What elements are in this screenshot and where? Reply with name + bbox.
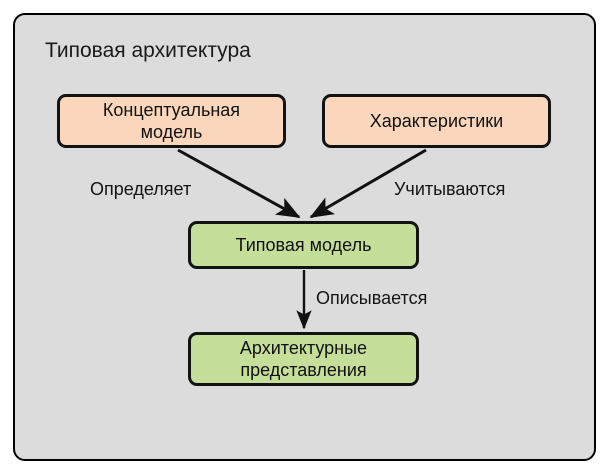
node-architectural-views-label: Архитектурные представления [240, 337, 367, 381]
edge-label-considered: Учитываются [394, 179, 506, 199]
node-label-line2: представления [240, 360, 367, 380]
node-characteristics[interactable]: Характеристики [322, 94, 551, 148]
diagram-title: Типовая архитектура [45, 39, 251, 62]
node-architectural-views[interactable]: Архитектурные представления [188, 332, 419, 386]
node-label-line1: Архитектурные [239, 338, 368, 358]
edge-label-described-by: Описывается [316, 288, 428, 308]
node-typical-model-label: Типовая модель [235, 235, 372, 255]
node-conceptual-model[interactable]: Концептуальная модель [57, 94, 286, 148]
edge-label-defines: Определяет [90, 179, 192, 199]
node-characteristics-label: Характеристики [369, 111, 504, 131]
node-typical-model[interactable]: Типовая модель [188, 221, 419, 269]
node-label-line2: модель [140, 122, 203, 142]
node-label-line1: Концептуальная [102, 100, 241, 120]
node-conceptual-model-label: Концептуальная модель [103, 99, 240, 143]
